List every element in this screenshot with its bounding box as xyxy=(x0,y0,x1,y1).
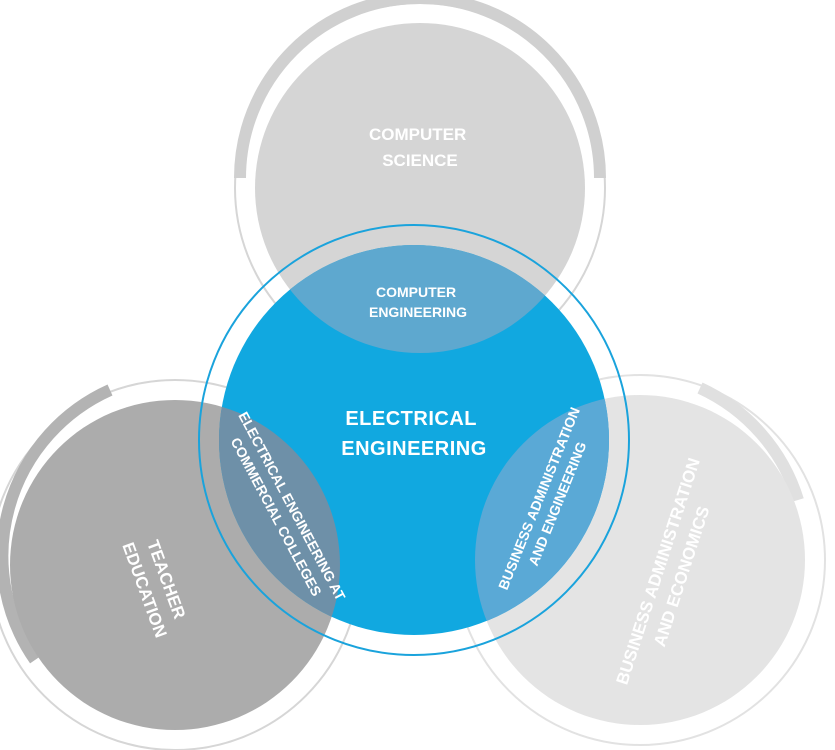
top-circle-thick-arc xyxy=(234,0,606,179)
overlap-top-label-line2: ENGINEERING xyxy=(369,304,467,320)
center-circle-label: ELECTRICAL ENGINEERING xyxy=(341,408,487,460)
overlap-top-label-line1: COMPUTER xyxy=(376,284,456,300)
center-circle-label-line1: ELECTRICAL xyxy=(345,408,476,430)
top-circle-label-line2: SCIENCE xyxy=(382,151,458,170)
overlap-top xyxy=(255,245,585,353)
center-circle-label-line2: ENGINEERING xyxy=(341,438,487,460)
left-circle-thick-arc xyxy=(0,384,113,664)
overlap-left xyxy=(219,400,340,635)
top-circle-label: COMPUTER SCIENCE xyxy=(369,125,471,170)
center-circle-ring xyxy=(198,224,630,656)
overlap-top-label: COMPUTER ENGINEERING xyxy=(369,284,467,320)
overlap-right xyxy=(475,395,609,635)
right-circle-thick-arc xyxy=(697,382,804,502)
top-circle-label-line1: COMPUTER xyxy=(369,125,466,144)
